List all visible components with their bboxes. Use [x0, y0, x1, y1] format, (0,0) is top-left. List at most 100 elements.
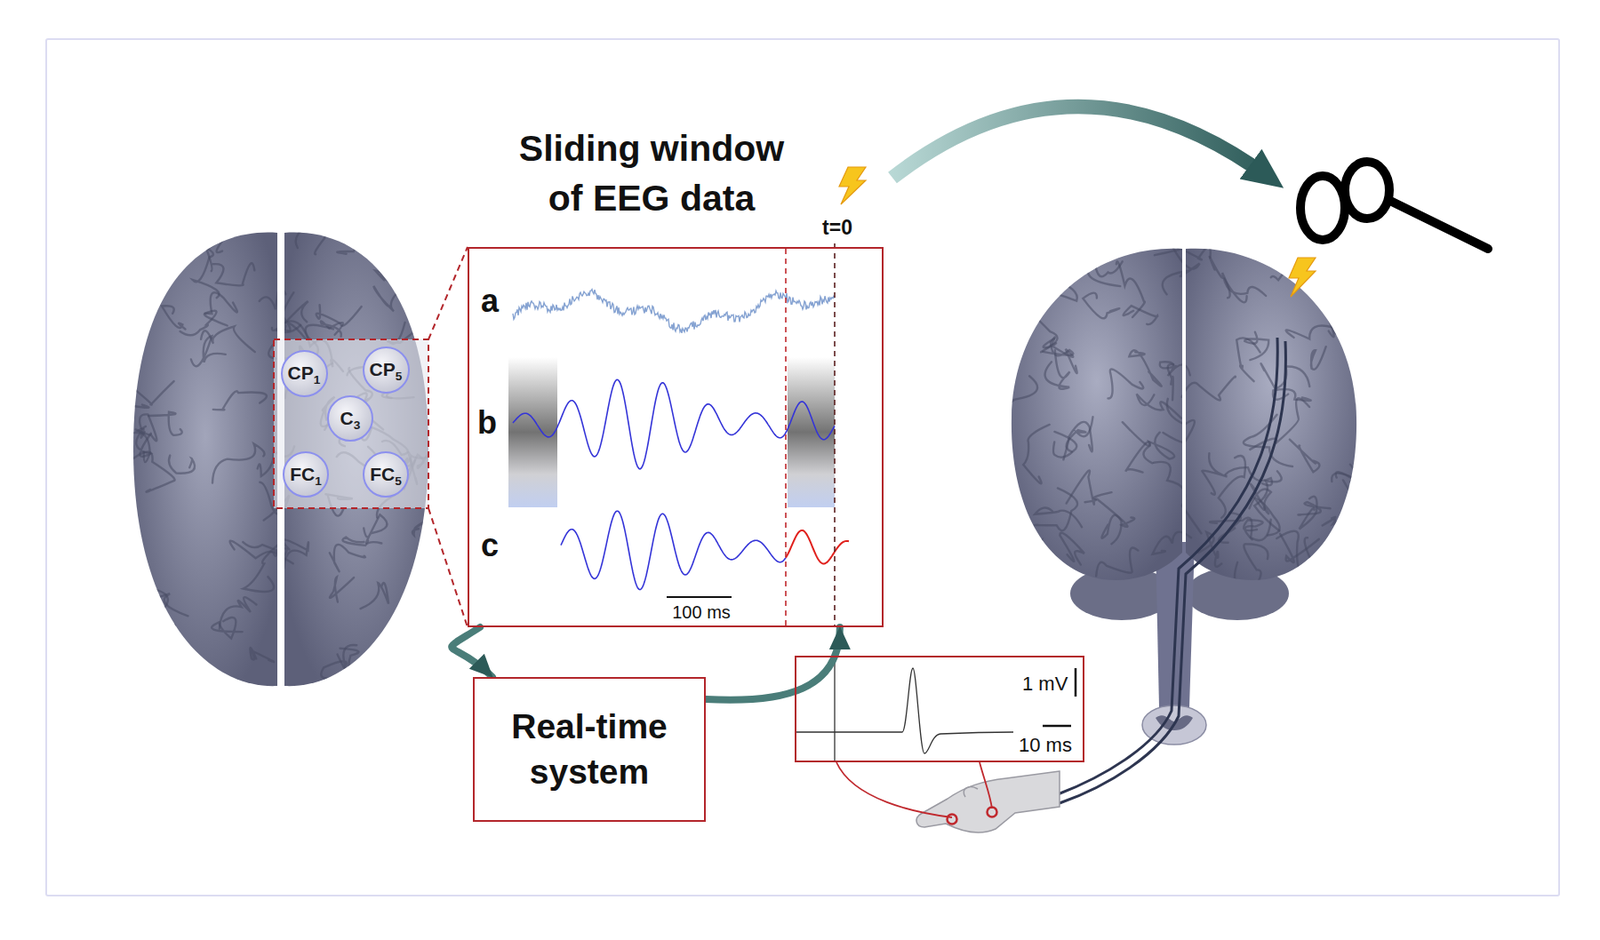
brain-sulcus [1136, 394, 1182, 419]
electrode-label: C3 [340, 408, 361, 430]
brain-sulcus [1328, 310, 1372, 340]
electrode-circle: FC5 [362, 451, 409, 498]
brain-sulcus [213, 391, 267, 410]
brain-sulcus [191, 336, 226, 367]
corticospinal-tract [1059, 341, 1286, 804]
brain-sulcus [1322, 282, 1346, 338]
brain-sulcus [108, 371, 175, 406]
brain-sulcus [213, 263, 256, 286]
brain-sulcus [249, 648, 274, 663]
brain-sulcus [1160, 361, 1191, 376]
brain-sulcus [1097, 222, 1124, 255]
brain-sulcus [1234, 562, 1265, 609]
brain-sulcus [1276, 531, 1313, 573]
brain-sulcus [1249, 484, 1272, 515]
brain-sulcus [185, 239, 220, 298]
brain-sulcus [1254, 471, 1281, 531]
thumb [963, 787, 978, 798]
coil-handle [1390, 200, 1488, 249]
eeg-window-box: Sliding window of EEG data [467, 247, 884, 628]
brain-sulcus [136, 582, 188, 616]
brain-sulcus [1028, 557, 1063, 582]
zoom-line [428, 508, 468, 628]
brain-sulcus [1096, 547, 1138, 576]
brain-sulcus [212, 444, 264, 484]
corticospinal-tract [1057, 337, 1278, 795]
brain-sulcus [1299, 496, 1318, 530]
emg-wire [979, 762, 992, 809]
brain-sulcus [296, 222, 326, 256]
scale-bar [1042, 725, 1072, 728]
brain-folds [963, 222, 1373, 608]
brain-sulcus [411, 268, 441, 301]
brain-sulcus [1336, 464, 1359, 483]
trace-letter: a [480, 283, 499, 320]
process-box: Real-time system [472, 677, 706, 823]
brain-sulcus [1066, 416, 1094, 452]
brain-sulcus [211, 617, 242, 640]
brain-sulcus [168, 456, 195, 474]
outer-frame [46, 39, 1560, 896]
scale-bar [666, 596, 732, 599]
brain-sulcus [200, 326, 256, 352]
brain-sulcus [337, 648, 360, 682]
brain-sulcus [1082, 293, 1120, 320]
filter-edge-band [508, 357, 558, 508]
brain-sulcus [329, 544, 366, 572]
trace-letter: c [480, 528, 499, 564]
brain-sulcus [329, 577, 354, 603]
emg-electrode [947, 815, 958, 825]
electrode-circle: FC1 [282, 451, 329, 498]
scale-label: 100 ms [672, 602, 731, 623]
stimulation-arrow [892, 106, 1270, 178]
brain-sulcus [1289, 440, 1320, 473]
scale-bar [1074, 668, 1078, 697]
electrode-label: CP1 [288, 362, 321, 384]
brain-sulcus [1034, 507, 1082, 528]
brain-sulcus [1116, 261, 1145, 318]
brain-sulcus [1108, 368, 1144, 399]
brain-sulcus [1101, 515, 1121, 544]
window-heading: Sliding window of EEG data [509, 123, 794, 224]
brain-sulcus [134, 426, 150, 463]
lightning-bolt [839, 167, 866, 205]
brain-sulcus [1128, 350, 1161, 386]
brain-sulcus [992, 376, 1038, 409]
stimulus-marker [833, 657, 835, 761]
brain-sulcus [230, 541, 294, 565]
brain-sulcus [1280, 534, 1320, 563]
box-label: Real-time system [487, 704, 692, 795]
time-label: t=0 [822, 216, 853, 240]
brain-sulcus [282, 539, 309, 568]
brain-sulcus [1040, 278, 1078, 301]
brain-sulcus [1153, 462, 1202, 535]
brain-sulcus [136, 586, 168, 618]
brain-folds [78, 193, 444, 711]
brain-sulcus [259, 283, 287, 310]
brain-sulcus [963, 288, 1035, 317]
brain-sulcus [1243, 520, 1263, 540]
electrode-region [273, 339, 429, 509]
brain-sulcus [1224, 278, 1267, 304]
brain-sulcus [1311, 346, 1327, 370]
brain-sulcus [1088, 261, 1123, 288]
mep-trace [796, 668, 1014, 754]
brain-sulcus [1123, 305, 1159, 325]
brain-sulcus [1094, 492, 1136, 528]
brain-sulcus [342, 537, 382, 546]
brain-sulcus [1201, 453, 1227, 495]
time-zero-line [833, 243, 836, 626]
brain-sulcus [383, 193, 416, 257]
brain-sulcus [375, 271, 405, 291]
tms-coil [1300, 176, 1345, 240]
electrode-label: CP5 [369, 359, 403, 381]
brain-sulcus [1182, 376, 1236, 401]
brain-sulcus [1162, 248, 1200, 295]
brain-sulcus [129, 316, 148, 340]
electrode-circle: CP1 [280, 350, 328, 398]
brain-sulcus [161, 305, 186, 329]
scale-label: 10 ms [1018, 734, 1072, 758]
brain-sulcus [1244, 332, 1269, 360]
